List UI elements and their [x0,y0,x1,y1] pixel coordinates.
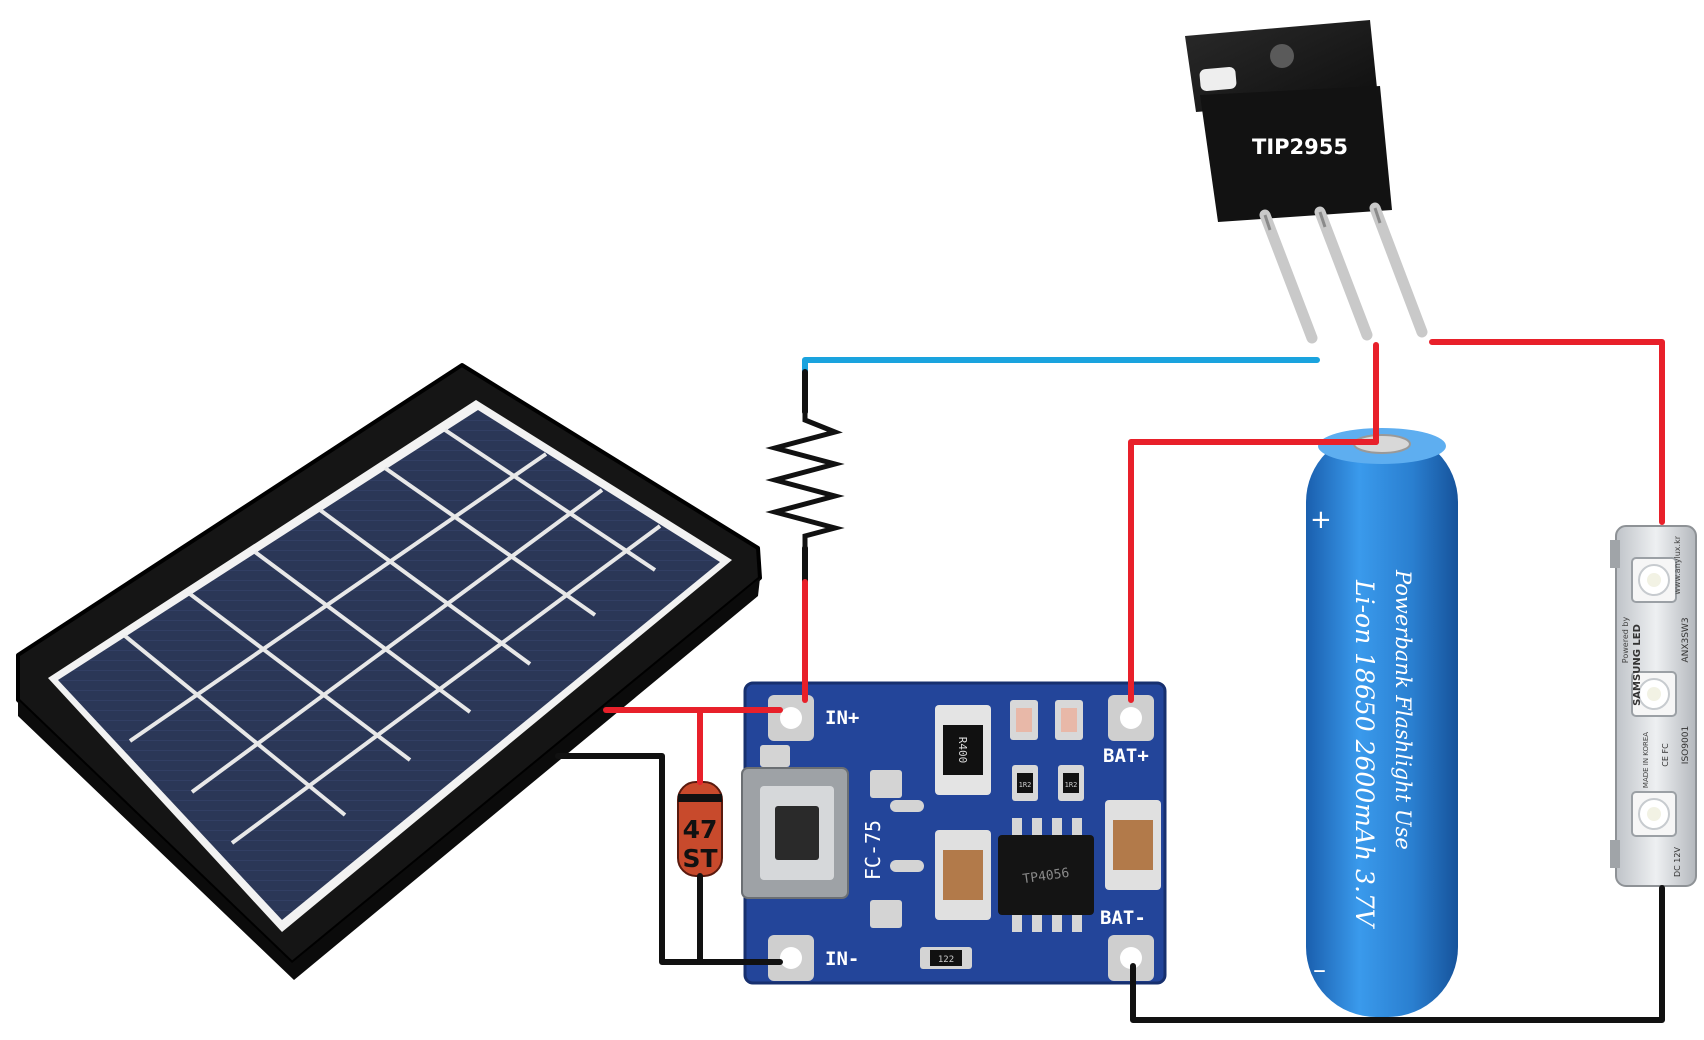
svg-text:1R2: 1R2 [1019,781,1032,789]
label-board-code: FC-75 [861,820,885,880]
led-model: ANX3SW3 [1681,617,1691,662]
smd-part-1: 1R2 [1012,765,1038,801]
led-brand: SAMSUNG LED [1632,624,1643,706]
led-cert: CE FC [1661,743,1670,767]
battery-text-line1: Powerbank Flashlight Use [1391,569,1415,850]
led-website: www.anylux.kr [1673,535,1682,594]
charger-chip: TP4056 [998,818,1094,932]
indicator-led-2 [1055,700,1083,740]
diode-text-line1: 47 [683,815,718,844]
charger-module: R400 1R2 1R2 [742,683,1165,983]
led-iso: ISO9001 [1681,726,1691,764]
smd-resistor: R400 [935,705,991,795]
led-chip-1 [1632,558,1676,602]
led-module: www.anylux.kr SAMSUNG LED Powered by ANX… [1610,526,1696,886]
svg-text:122: 122 [938,955,954,965]
smd-resistor-small: 122 [920,947,972,969]
battery: + – Powerbank Flashlight Use Li-on 18650… [1306,428,1458,1017]
label-in-minus: IN- [825,948,859,970]
led-origin: MADE IN KOREA [1642,732,1650,788]
capacitor-right [1105,800,1161,890]
diode: 47 ST [678,782,722,876]
indicator-led-1 [1010,700,1038,740]
led-voltage: DC 12V [1673,847,1682,877]
transistor-label: TIP2955 [1252,135,1348,159]
solar-panel [18,365,760,980]
capacitor-left [935,830,991,920]
pad-in-minus [768,935,814,981]
transistor: TIP2955 [1185,20,1422,338]
battery-minus-sign: – [1313,955,1326,985]
smd-part-2: 1R2 [1058,765,1084,801]
svg-text:1R2: 1R2 [1065,781,1078,789]
transistor-legs [1265,208,1422,338]
micro-usb-port [742,768,848,898]
label-bat-plus: BAT+ [1103,745,1149,767]
wire-blue-base [805,360,1317,372]
label-in-plus: IN+ [825,707,859,729]
battery-text-line2: Li-on 18650 2600mAh 3.7V [1350,579,1379,930]
wire-red-emitter-led [1432,342,1662,522]
led-chip-3 [1632,792,1676,836]
resistor-symbol [775,412,835,548]
resistor-code: R400 [956,737,969,764]
diode-text-line2: ST [682,844,717,873]
battery-plus-sign: + [1310,505,1332,535]
label-bat-minus: BAT- [1100,907,1146,929]
led-powered-by: Powered by [1621,617,1630,664]
